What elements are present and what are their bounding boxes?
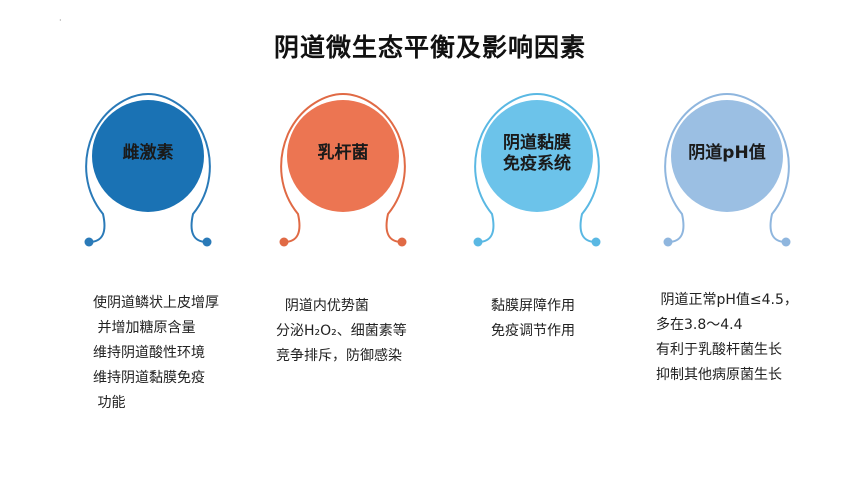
slide-title: 阴道微生态平衡及影响因素 (273, 33, 586, 62)
card-graphic (663, 92, 791, 247)
card-graphic (84, 92, 212, 247)
tail-dot-left (663, 237, 673, 247)
description-line: 阴道内优势菌 (276, 298, 369, 314)
card-circle (287, 100, 399, 212)
card-graphic (473, 92, 601, 247)
card-circle (481, 100, 593, 212)
description-line: 黏膜屏障作用 (491, 298, 575, 314)
card-label: 阴道pH值 (688, 143, 766, 164)
description-line: 竞争排斥，防御感染 (276, 348, 402, 364)
factor-card-mucosal-immunity: 阴道黏膜免疫系统 (462, 92, 612, 252)
factor-card-estrogen: 雌激素 (73, 92, 223, 252)
corner-mark: · (59, 16, 62, 25)
factor-card-lactobacillus: 乳杆菌 (268, 92, 418, 252)
card-ring (85, 92, 211, 243)
description-line: 免疫调节作用 (491, 323, 575, 339)
tail-dot-left (84, 237, 94, 247)
description-line: 维持阴道酸性环境 (93, 345, 205, 361)
description-line: 并增加糖原含量 (93, 320, 196, 336)
card-ring (280, 92, 406, 243)
tail-dot-right (781, 237, 791, 247)
description-line: 抑制其他病原菌生长 (656, 367, 782, 383)
description-line: 有利于乳酸杆菌生长 (656, 342, 782, 358)
tail-dot-left (279, 237, 289, 247)
card-circle (92, 100, 204, 212)
card-graphic (279, 92, 407, 247)
description-line: 分泌H₂O₂、细菌素等 (276, 323, 407, 339)
card-ring (474, 92, 600, 243)
card-circle (671, 100, 783, 212)
lactobacillus-description: 阴道内优势菌分泌H₂O₂、细菌素等竞争排斥，防御感染 (276, 294, 407, 369)
description-line: 功能 (93, 395, 126, 411)
card-label: 阴道黏膜免疫系统 (503, 132, 571, 174)
vaginal-ph-description: 阴道正常pH值≤4.5， 多在3.8～4.4 有利于乳酸杆菌生长抑制其他病原菌生长 (656, 288, 798, 388)
tail-dot-right (397, 237, 407, 247)
card-ring (664, 92, 790, 243)
description-line: 阴道正常pH值≤4.5， (656, 292, 798, 308)
tail-dot-left (473, 237, 483, 247)
description-line: 维持阴道黏膜免疫 (93, 370, 205, 386)
description-line: 使阴道鳞状上皮增厚 (93, 295, 219, 311)
factor-card-vaginal-ph: 阴道pH值 (652, 92, 802, 252)
description-line: 多在3.8～4.4 (656, 317, 743, 333)
mucosal-immunity-description: 黏膜屏障作用免疫调节作用 (491, 294, 575, 344)
card-label: 乳杆菌 (317, 143, 369, 164)
estrogen-description: 使阴道鳞状上皮增厚 并增加糖原含量维持阴道酸性环境维持阴道黏膜免疫 功能 (93, 291, 219, 416)
card-label: 雌激素 (122, 143, 174, 164)
tail-dot-right (202, 237, 212, 247)
tail-dot-right (591, 237, 601, 247)
